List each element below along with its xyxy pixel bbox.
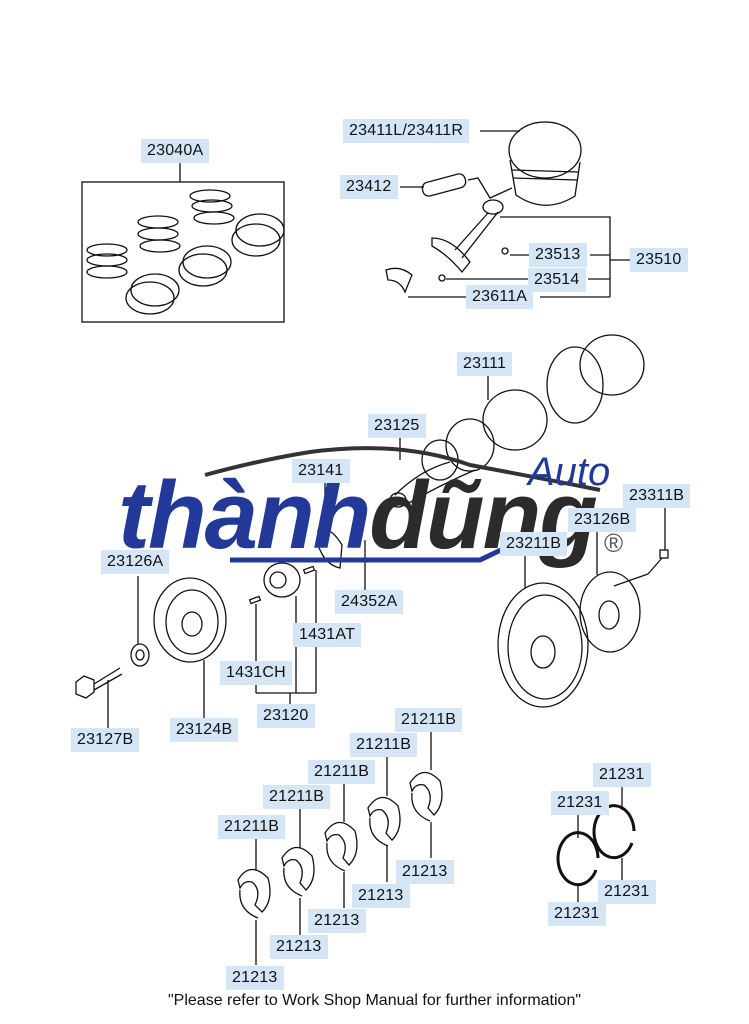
- label-drive-plate[interactable]: 23211B: [500, 532, 568, 556]
- ring-set-box: [81, 181, 285, 323]
- label-sprocket-assy[interactable]: 23120: [257, 704, 315, 728]
- piston-icon: [508, 121, 582, 206]
- label-main-bearing-lower-3[interactable]: 21213: [308, 909, 366, 933]
- label-conrod-nut[interactable]: 23514: [528, 268, 586, 292]
- label-main-bearing-lower-1[interactable]: 21213: [226, 966, 284, 990]
- label-conrod-bolt[interactable]: 23513: [529, 243, 587, 267]
- label-conrod-bearing[interactable]: 23611A: [466, 285, 534, 309]
- label-conrod-assy[interactable]: 23510: [630, 248, 688, 272]
- crankshaft-icon: [389, 334, 645, 508]
- label-sprocket-key[interactable]: 23141: [292, 459, 350, 483]
- label-pin-at[interactable]: 1431AT: [293, 623, 362, 647]
- label-main-bearing-upper-2[interactable]: 21211B: [263, 785, 331, 809]
- label-crank-sprocket[interactable]: 24352A: [335, 590, 404, 614]
- label-main-bearing-upper-3[interactable]: 21211B: [308, 760, 376, 784]
- footer-note: "Please refer to Work Shop Manual for fu…: [167, 992, 582, 1009]
- conrod-bearing-icon: [385, 267, 413, 294]
- watermark-swoosh: [204, 446, 601, 492]
- label-piston[interactable]: 23411L/23411R: [343, 119, 470, 143]
- thrust-washer-icons: [556, 804, 636, 887]
- label-main-bearing-upper-5[interactable]: 21211B: [395, 708, 463, 732]
- label-flywheel-bolt[interactable]: 23311B: [623, 484, 691, 508]
- label-thrust-washer-2[interactable]: 21231: [551, 791, 609, 815]
- registered-mark-icon: ®: [604, 528, 624, 558]
- connecting-rod-icon: [431, 199, 504, 274]
- piston-pin-icon: [421, 173, 467, 197]
- label-damper-pulley[interactable]: 23124B: [170, 718, 239, 742]
- flywheel-bolt-icon: [647, 549, 669, 575]
- piston-rings-icon: [86, 189, 285, 315]
- label-main-bearing-upper-4[interactable]: 21211B: [350, 733, 418, 757]
- spacer-plate-icon: [579, 571, 641, 653]
- main-bearing-icons: [237, 771, 443, 919]
- damper-pulley-icon: [153, 577, 227, 663]
- watermark-auto: Auto: [528, 450, 611, 494]
- timing-gear-icon: [263, 562, 301, 598]
- washer-icon: [130, 643, 150, 667]
- label-piston-pin[interactable]: 23412: [340, 175, 398, 199]
- label-pin-ch[interactable]: 1431CH: [220, 661, 292, 685]
- label-main-bearing-upper-1[interactable]: 21211B: [218, 815, 286, 839]
- label-thrust-washer-4[interactable]: 21231: [548, 902, 606, 926]
- label-damper-washer[interactable]: 23126A: [101, 550, 170, 574]
- label-main-bearing-lower-2[interactable]: 21213: [270, 935, 328, 959]
- label-23040A[interactable]: 23040A: [141, 139, 210, 163]
- label-thrust-washer-3[interactable]: 21231: [598, 880, 656, 904]
- label-flywheel-spacer[interactable]: 23126B: [568, 508, 637, 532]
- crank-sprocket-icon: [317, 528, 343, 569]
- watermark-underline: [230, 545, 507, 563]
- label-main-bearing-lower-5[interactable]: 21213: [396, 860, 454, 884]
- label-thrust-washer-1[interactable]: 21231: [593, 763, 651, 787]
- label-main-bearing-lower-4[interactable]: 21213: [352, 884, 410, 908]
- drive-plate-icon: [497, 582, 589, 708]
- label-crank-plug[interactable]: 23125: [368, 414, 426, 438]
- label-crankshaft[interactable]: 23111: [457, 352, 513, 376]
- label-damper-bolt[interactable]: 23127B: [71, 728, 140, 752]
- damper-bolt-icon: [75, 667, 123, 699]
